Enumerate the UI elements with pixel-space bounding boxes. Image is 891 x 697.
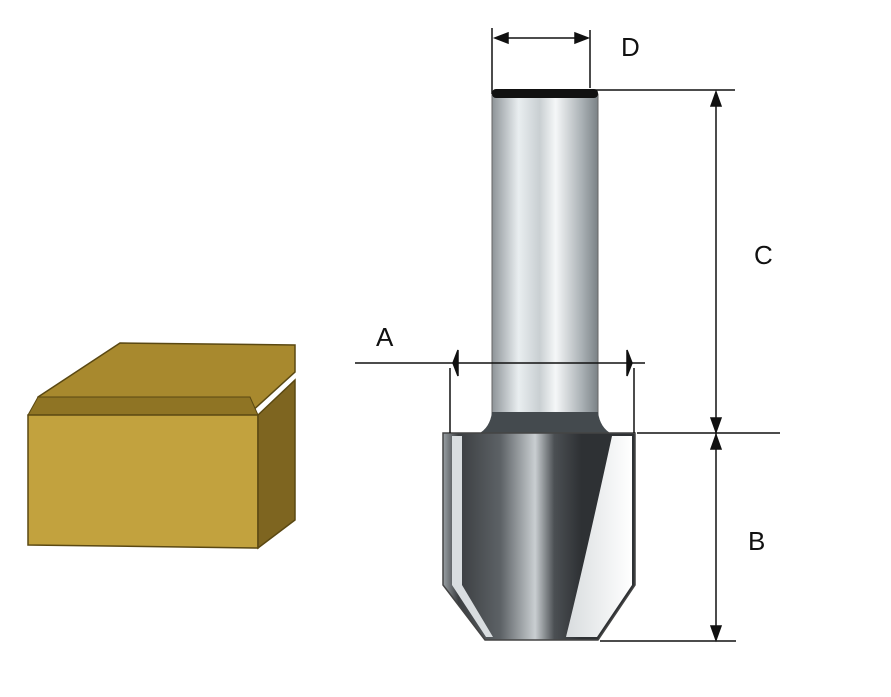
dimension-label-c: C <box>754 240 773 270</box>
dimension-lines <box>355 28 780 643</box>
router-bit <box>442 89 636 641</box>
dimension-label-d: D <box>621 32 640 62</box>
dimension-label-b: B <box>748 526 766 556</box>
dimension-label-a: A <box>376 322 394 352</box>
wood-block-icon <box>27 342 296 550</box>
